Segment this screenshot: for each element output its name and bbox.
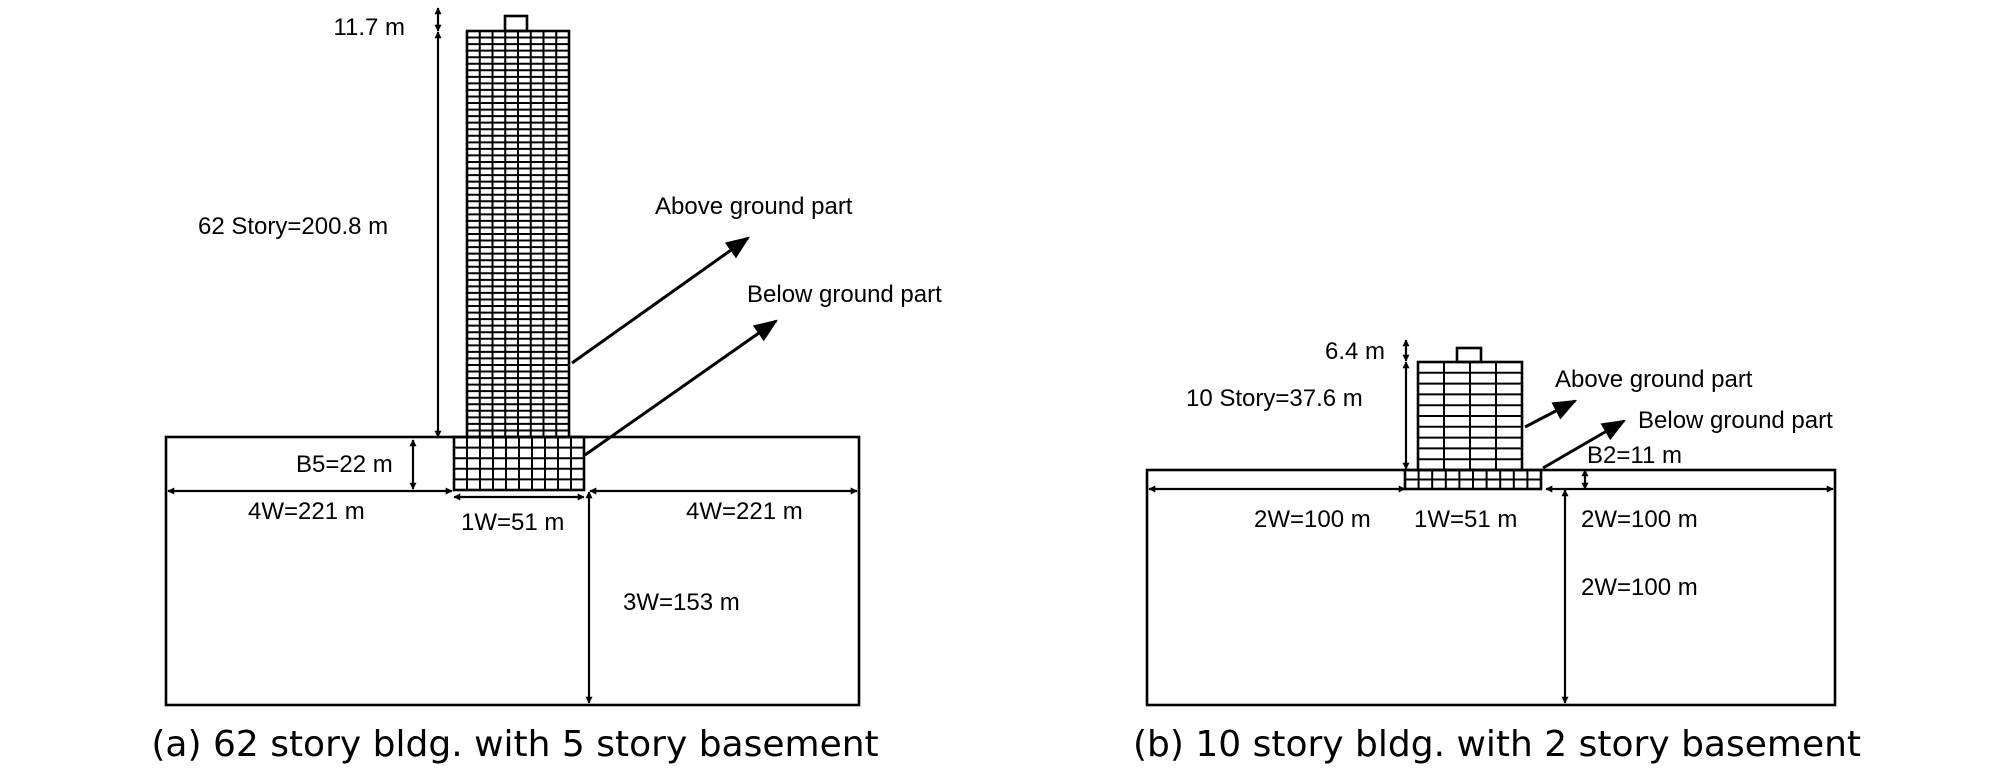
panel-b-above-ground-arrow [1524, 399, 1578, 429]
panel-b-caption: (b) 10 story bldg. with 2 story basement [1133, 724, 1861, 765]
panel-a-caption: (a) 62 story bldg. with 5 story basement [151, 724, 878, 765]
panel-a-below-ground-arrow [584, 319, 778, 457]
panel-b-soil-depth-label: 2W=100 m [1581, 574, 1698, 601]
panel-b-above-ground-label: Above ground part [1555, 366, 1753, 393]
panel-b-right-width-label: 2W=100 m [1581, 506, 1698, 533]
panel-b-left-width-label: 2W=100 m [1254, 506, 1371, 533]
panel-b-below-ground-arrow [1542, 419, 1627, 470]
panel-a-soil-box [164, 435, 861, 707]
rooftop-penthouse [503, 14, 529, 33]
panel-b-basement-depth-label: B2=11 m [1587, 442, 1682, 469]
panel-a-top-height-label: 11.7 m [333, 14, 405, 41]
panel-b: 6.4 m 10 Story=37.6 m Above ground part … [1133, 338, 1861, 765]
panel-a-building-width-label: 1W=51 m [461, 509, 564, 536]
panel-a-basement-depth-label: B5=22 m [296, 451, 393, 478]
panel-a-soil-depth-label: 3W=153 m [623, 589, 740, 616]
rooftop-penthouse [1455, 346, 1483, 364]
panel-b-below-ground-label: Below ground part [1638, 407, 1833, 434]
panel-b-story-height-label: 10 Story=37.6 m [1186, 385, 1363, 412]
panel-b-top-height-label: 6.4 m [1325, 338, 1385, 365]
panel-b-building-grid [1403, 346, 1543, 491]
panel-a-left-width-label: 4W=221 m [248, 498, 365, 525]
panel-a-right-width-label: 4W=221 m [686, 498, 803, 525]
panel-a-above-ground-label: Above ground part [655, 193, 853, 220]
panel-b-building-width-label: 1W=51 m [1414, 506, 1517, 533]
panel-a-below-ground-label: Below ground part [747, 281, 942, 308]
panel-a-above-ground-arrow [571, 236, 750, 365]
panel-a-building-grid [452, 14, 586, 492]
panel-a: 11.7 m 62 Story=200.8 m Above ground par… [151, 7, 942, 765]
panel-a-story-height-label: 62 Story=200.8 m [198, 213, 388, 240]
